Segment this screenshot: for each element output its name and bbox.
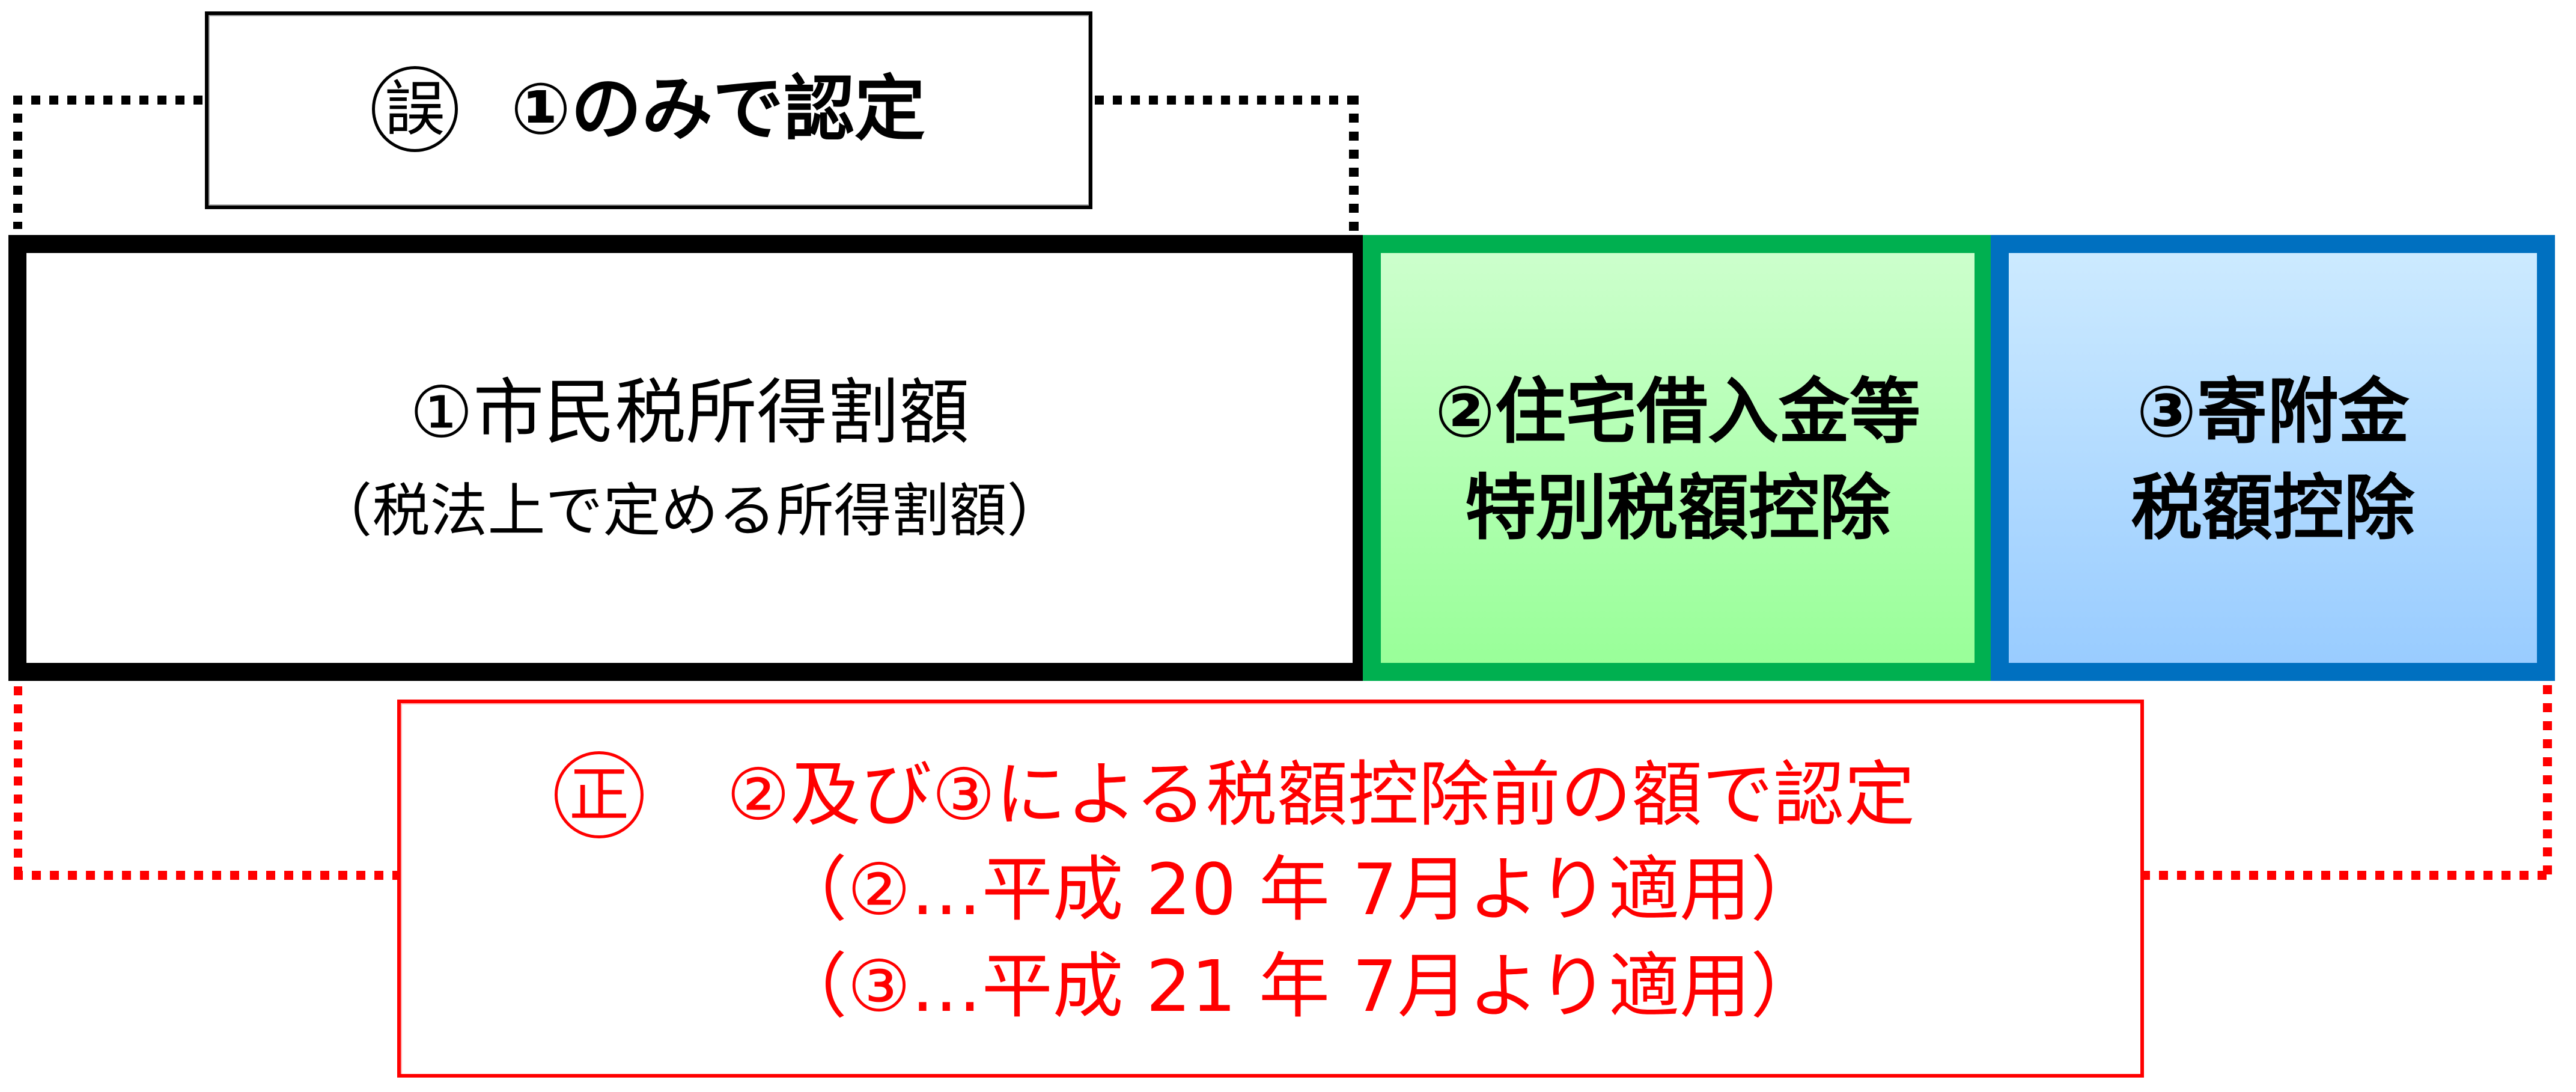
housing-loan-title-line2: 特別税額控除 [1464, 466, 1890, 549]
donation-title-line2: 税額控除 [2131, 466, 2415, 549]
wrong-badge-char: 誤 [385, 73, 445, 144]
wrong-label-box [205, 11, 1092, 209]
wrong-bracket-right-line [1349, 96, 1359, 235]
correct-label: 正 ②及び③による税額控除前の額で認定 [555, 751, 1915, 838]
wrong-label-text: ①のみで認定 [511, 67, 925, 150]
income-levy-box [8, 235, 1371, 681]
donation-title-line1: ③寄附金 [2136, 370, 2410, 453]
correct-label-text: ②及び③による税額控除前の額で認定 [726, 753, 1916, 836]
wrong-bracket-left-line [13, 96, 22, 229]
donation-deduction-box [1991, 235, 2555, 681]
correct-note-donation-date: （③…平成 21 年 7月より適用） [776, 945, 1822, 1028]
correct-label-box [397, 700, 2144, 1078]
income-levy-subtitle: （税法上で定める所得割額） [314, 477, 1065, 544]
income-levy-title: ①市民税所得割額 [409, 371, 970, 454]
correct-bracket-left-line [14, 686, 22, 880]
correct-bracket-right-line [2543, 685, 2552, 880]
correct-badge-char: 正 [569, 759, 629, 830]
wrong-label: 誤 ①のみで認定 [205, 66, 1092, 152]
housing-loan-deduction-box [1363, 235, 1993, 681]
circled-wrong-icon: 誤 [372, 66, 458, 152]
circled-correct-icon: 正 [555, 751, 644, 838]
correct-note-housing-date: （②…平成 20 年 7月より適用） [776, 848, 1822, 931]
housing-loan-title-line1: ②住宅借入金等 [1435, 370, 1920, 453]
